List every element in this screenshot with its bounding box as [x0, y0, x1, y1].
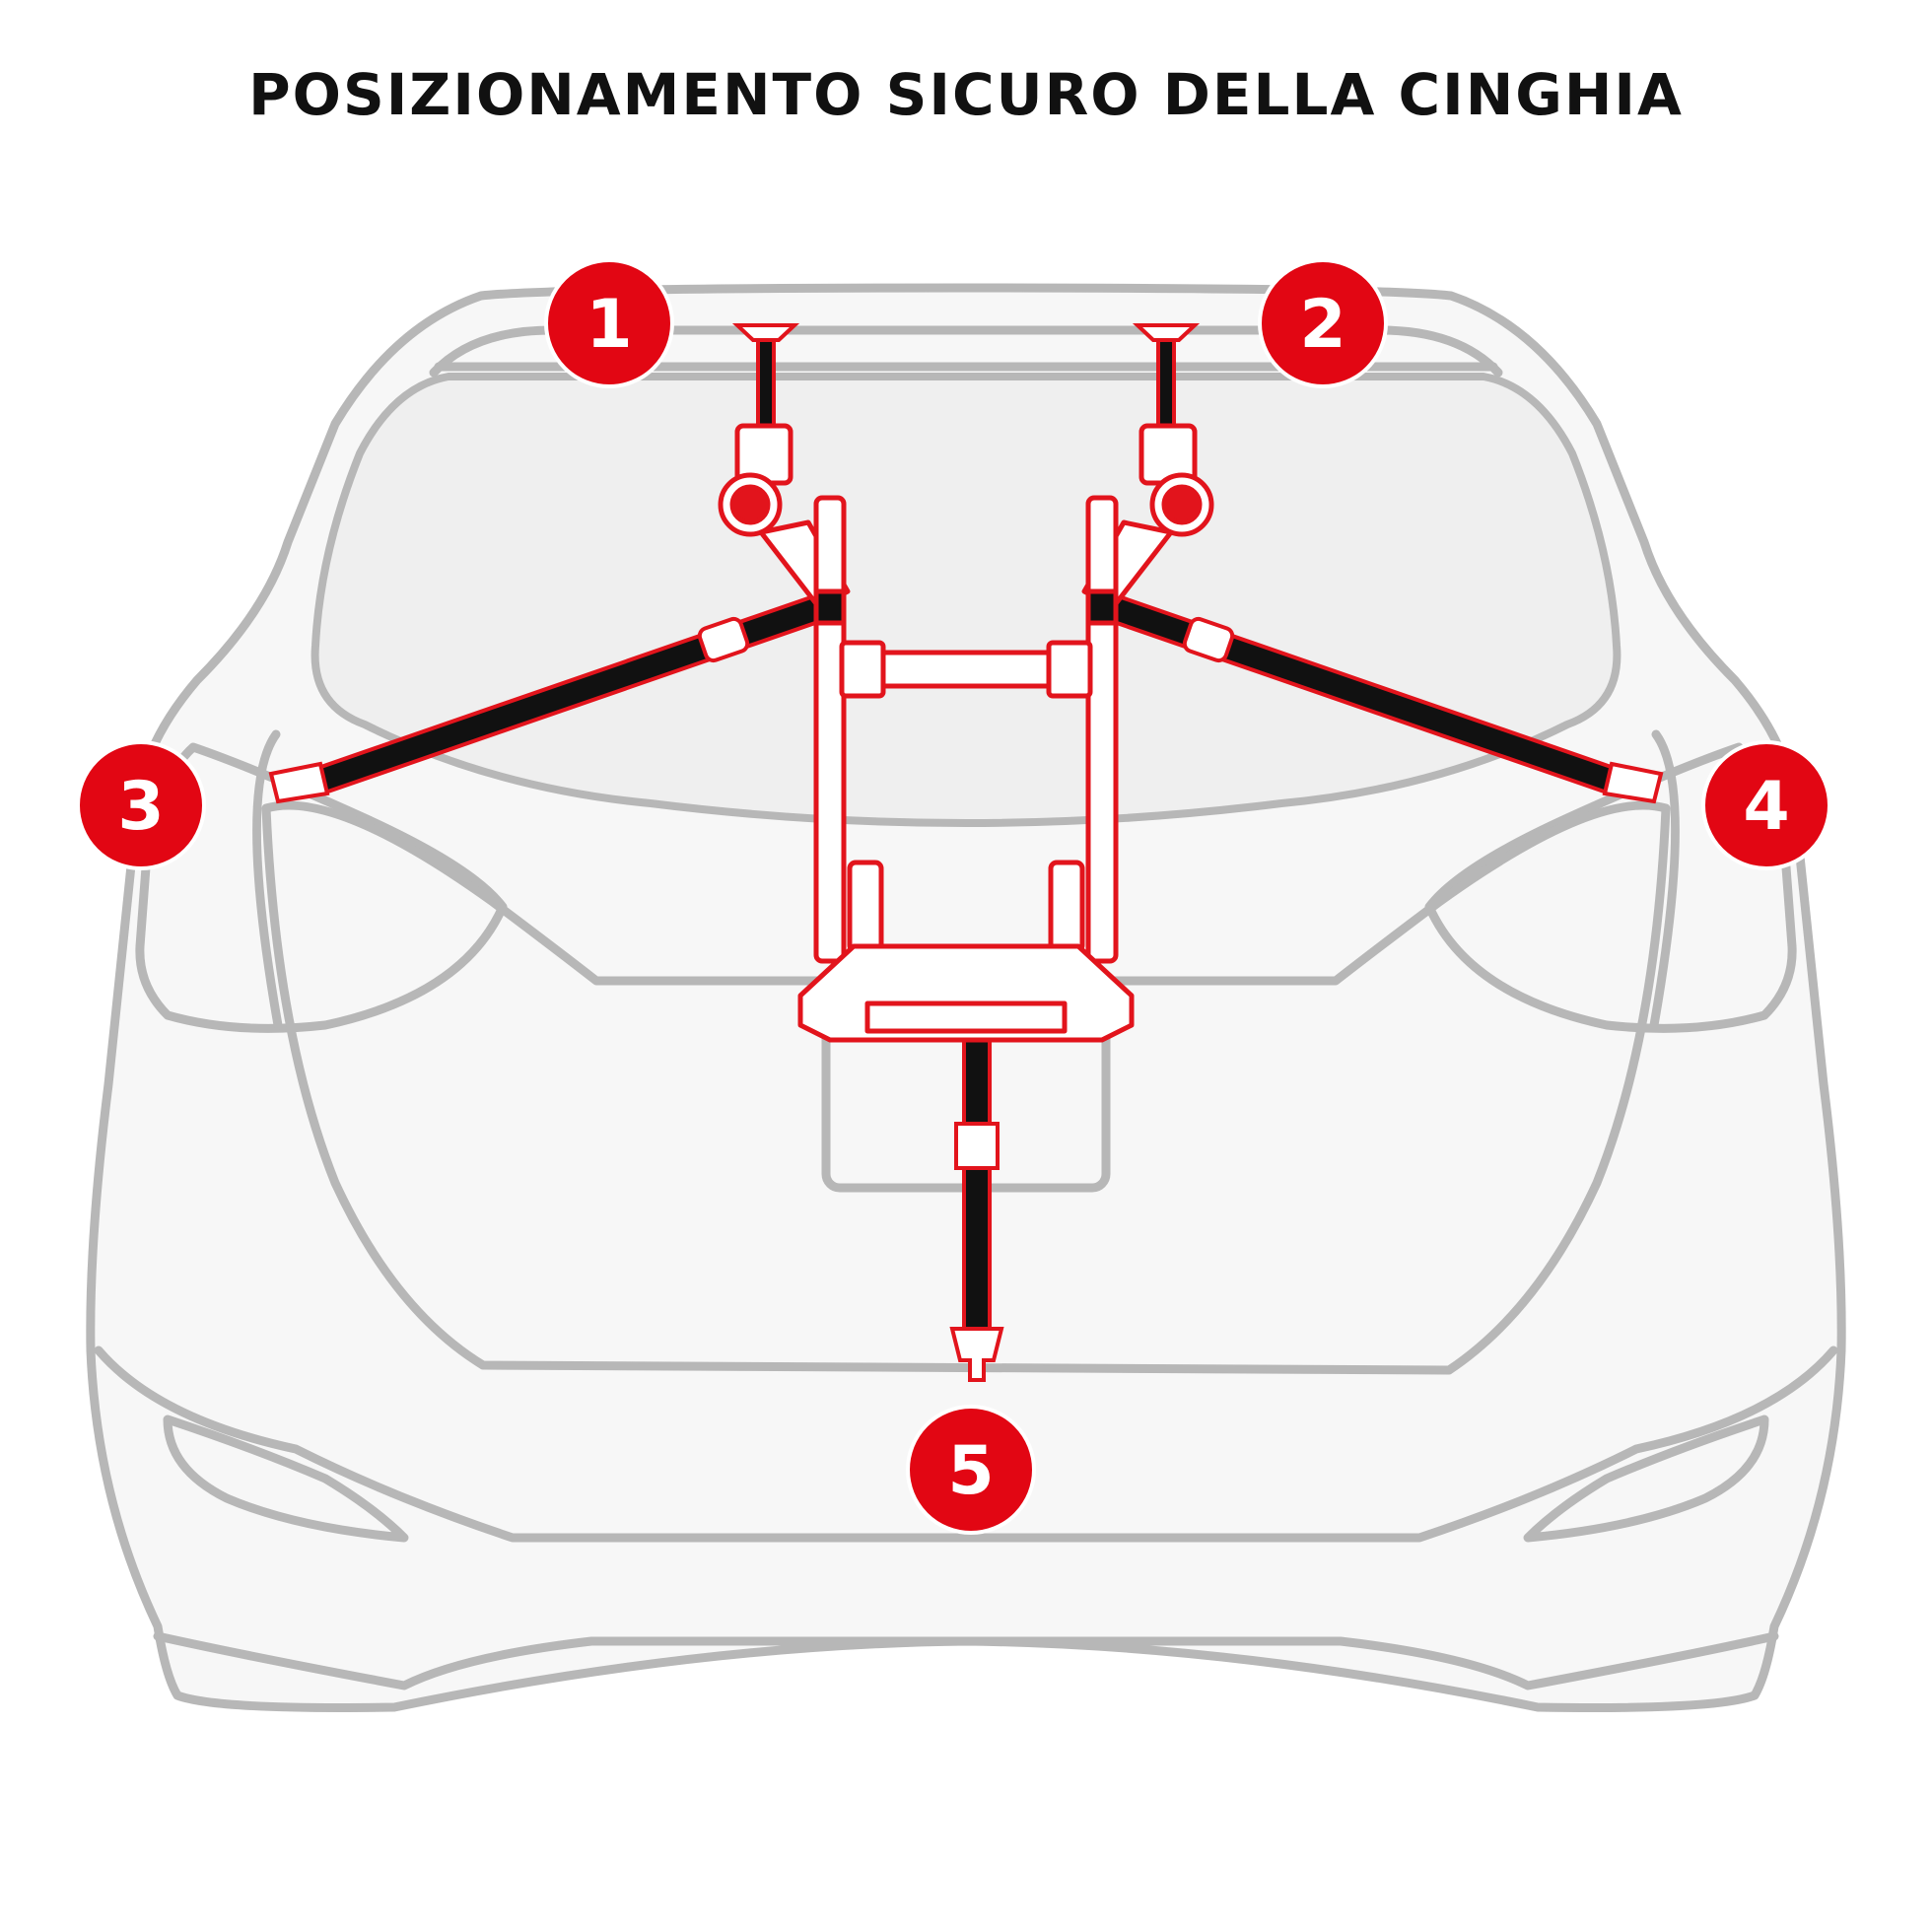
badge-5: 5 — [906, 1405, 1036, 1535]
left-lower-pad — [847, 860, 884, 954]
strap-2-hook — [1132, 323, 1201, 342]
base-crossbar — [864, 1000, 1068, 1034]
svg-text:2: 2 — [1299, 286, 1346, 364]
right-taillight-inner — [1649, 729, 1680, 1030]
right-reflector — [1523, 1414, 1769, 1543]
badge-2: 2 — [1258, 258, 1388, 388]
badge-4: 4 — [1701, 740, 1831, 870]
cross-bar — [880, 650, 1052, 689]
trunk-lid — [261, 800, 1671, 1375]
strap-4-hook — [1602, 761, 1664, 804]
roof-spoiler — [429, 325, 1503, 378]
left-taillight — [135, 742, 508, 1033]
svg-text:5: 5 — [947, 1432, 994, 1510]
rear-window — [310, 373, 1622, 827]
left-cross-clamp — [839, 640, 886, 699]
right-taillight — [1424, 742, 1797, 1033]
right-knob-center — [1161, 484, 1203, 525]
right-leg — [1085, 495, 1119, 964]
lower-valance — [153, 1631, 1779, 1690]
rear-bumper — [94, 1346, 1838, 1543]
left-reflector — [163, 1414, 409, 1543]
strap-3-hook — [268, 761, 330, 804]
straps — [268, 323, 1664, 1382]
strap-1-hook — [731, 323, 800, 342]
page-title: POSIZIONAMENTO SICURO DELLA CINGHIA — [248, 61, 1684, 128]
strap-3-buckle — [697, 616, 750, 663]
svg-text:4: 4 — [1743, 768, 1789, 846]
svg-text:1: 1 — [586, 286, 632, 364]
badge-3: 3 — [76, 740, 206, 870]
left-knob-center — [729, 484, 771, 525]
strap-4-buckle — [1182, 616, 1235, 663]
svg-text:3: 3 — [117, 768, 164, 846]
strap-5-hook — [949, 1327, 1004, 1382]
right-lower-pad — [1048, 860, 1085, 954]
bike-rack — [718, 423, 1214, 1043]
badge-1: 1 — [544, 258, 674, 388]
left-leg — [813, 495, 847, 964]
left-taillight-inner — [252, 729, 283, 1030]
right-cross-clamp — [1046, 640, 1093, 699]
strap-5-buckle — [954, 1122, 1000, 1170]
